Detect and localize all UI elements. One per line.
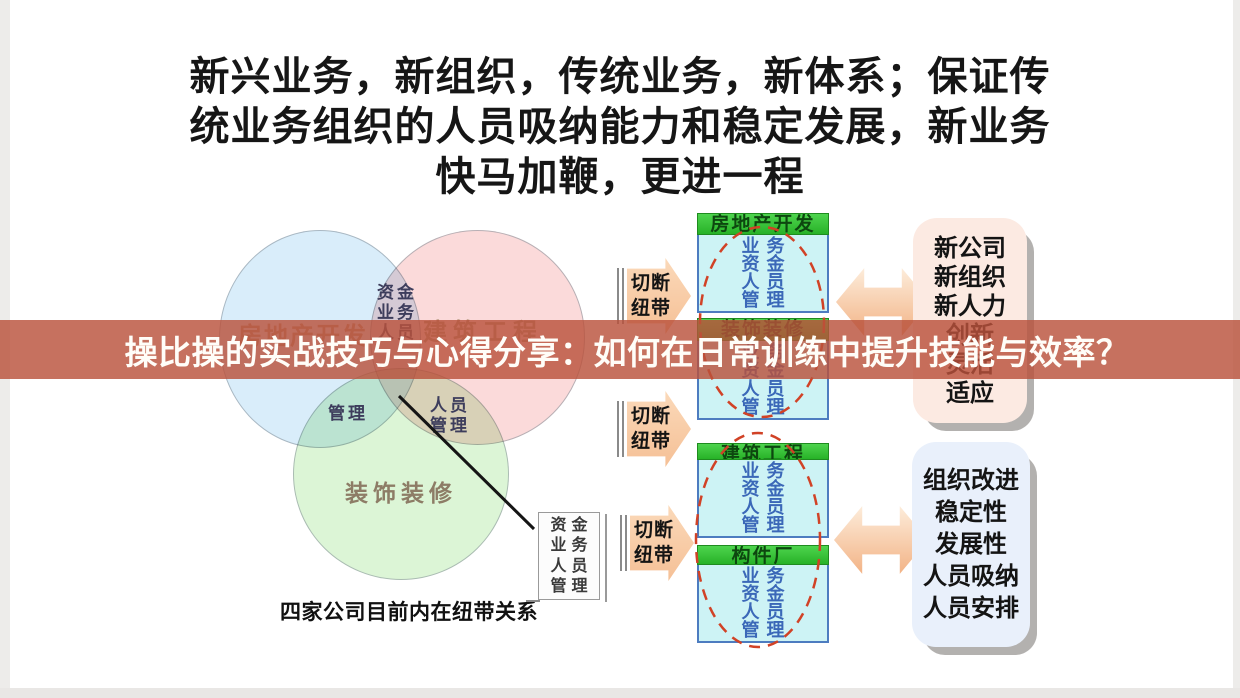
venn-caption: 四家公司目前内在纽带关系 [280,601,538,624]
callout-item: 资金 [550,516,593,534]
page-margin-bottom [0,688,1240,698]
result-item: 稳定性 [935,498,1007,526]
page-title: 新兴业务，新组织，传统业务，新体系；保证传 统业务组织的人员吸纳能力和稳定发展，… [150,52,1090,202]
company-item: 管理 [741,396,792,417]
callout-item: 人员 [550,557,593,575]
company-item: 人员 [741,497,792,517]
company-box-title: 构件厂 [697,545,829,565]
result-item: 新公司 [934,234,1006,262]
tie-bar-icon [617,401,619,457]
company-item: 业务 [741,461,792,481]
venn-overlap-left-label: 管理 [328,404,368,423]
callout-item: 管理 [550,578,593,596]
title-line-1: 新兴业务，新组织，传统业务，新体系；保证传 [189,55,1051,99]
result-item: 新组织 [934,263,1006,291]
callout-shadow-line [605,514,607,602]
company-item: 人员 [741,378,792,399]
result-box-organization: 组织改进 稳定性 发展性 人员吸纳 人员安排 [912,442,1030,647]
result-item: 组织改进 [923,466,1019,494]
title-line-2: 统业务组织的人员吸纳能力和稳定发展，新业务 [189,105,1051,149]
company-item: 管理 [741,290,792,310]
venn-overlap-right-labels: 人员 管理 [418,396,482,436]
company-box-construction: 建筑工程 业务 资金 人员 管理 [697,443,829,538]
company-box-component-factory: 构件厂 业务 资金 人员 管理 [697,545,829,643]
tie-bar-icon [617,268,619,324]
company-box-body: 业务 资金 人员 管理 [697,235,829,313]
tie-callout-box: 资金 业务 人员 管理 [538,512,600,600]
cut-arrow-label: 切断 纽带 [631,406,672,452]
venn-label-decoration: 装饰装修 [345,481,457,506]
result-item: 发展性 [935,530,1007,558]
company-item: 业务 [741,236,792,256]
tie-bar-icon [620,515,622,571]
headline-banner: 操比操的实战技巧与心得分享：如何在日常训练中提升技能与效率？ [0,320,1240,379]
company-item: 管理 [741,620,792,640]
overlap-item: 业务 [377,303,417,322]
company-item: 资金 [741,479,792,499]
company-item: 资金 [741,584,792,604]
result-item: 人员吸纳 [923,562,1019,590]
company-item: 业务 [741,566,792,586]
company-box-body: 业务 资金 人员 管理 [697,460,829,538]
overlap-item: 管理 [430,416,470,435]
company-item: 资金 [741,254,792,274]
callout-item: 业务 [550,537,593,555]
headline-text: 操比操的实战技巧与心得分享：如何在日常训练中提升技能与效率？ [124,333,1130,371]
title-line-3: 快马加鞭，更进一程 [435,155,805,199]
cut-arrow-label: 切断 纽带 [631,273,672,319]
result-item: 人员安排 [923,594,1019,622]
overlap-item: 资金 [377,283,417,302]
cut-arrow-label: 切断 纽带 [634,520,675,566]
company-item: 人员 [741,602,792,622]
cut-tie-arrow-2: 切断 纽带 [612,391,692,467]
company-item: 人员 [741,272,792,292]
company-box-real-estate: 房地产开发 业务 资金 人员 管理 [697,213,829,313]
result-item: 适应 [946,379,994,407]
company-item: 管理 [741,515,792,535]
company-box-title: 建筑工程 [697,443,829,460]
tie-bar-icon [622,401,624,457]
cut-tie-arrow-3: 切断 纽带 [615,505,695,581]
overlap-item: 人员 [430,396,470,415]
company-box-body: 业务 资金 人员 管理 [697,565,829,643]
company-box-title: 房地产开发 [697,213,829,235]
tie-bar-icon [625,515,627,571]
result-item: 新人力 [934,292,1006,320]
tie-bar-icon [622,268,624,324]
